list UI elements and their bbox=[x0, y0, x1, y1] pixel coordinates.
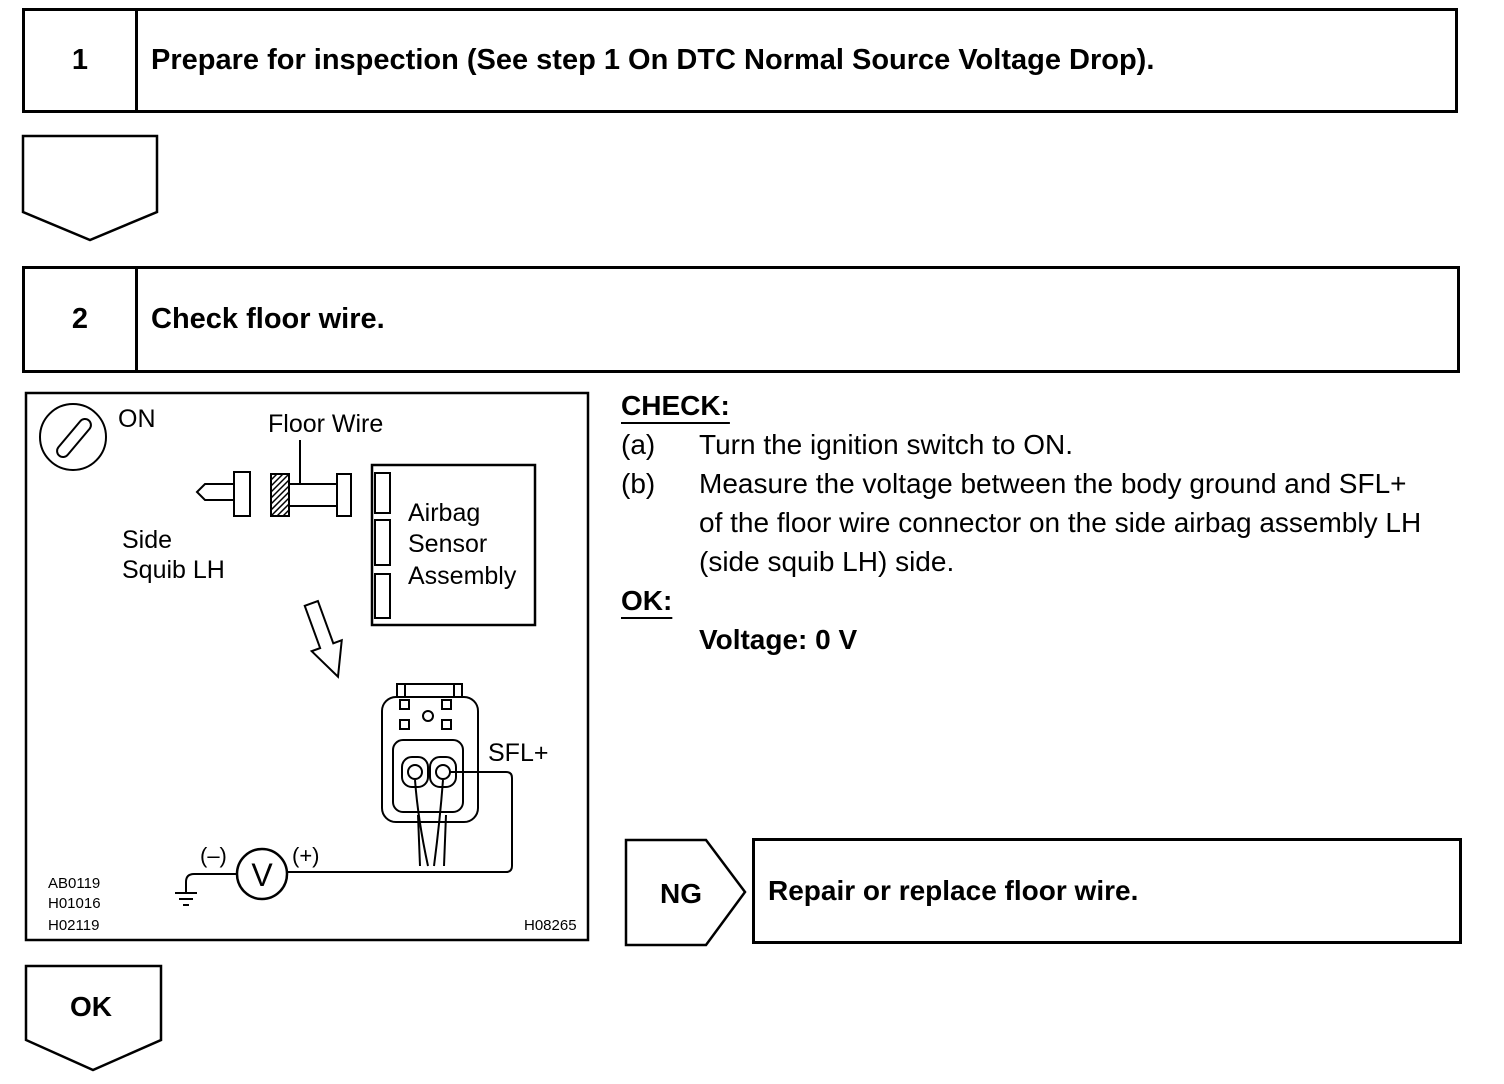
ok-heading: OK: bbox=[621, 585, 673, 616]
pointer-arrow-icon bbox=[303, 599, 343, 679]
voltmeter-icon: V bbox=[235, 847, 289, 901]
check-heading: CHECK: bbox=[621, 390, 730, 421]
step-number: 2 bbox=[25, 269, 138, 370]
ng-action-box: Repair or replace floor wire. bbox=[752, 838, 1462, 944]
ok-spec-value: Voltage: 0 V bbox=[699, 624, 858, 655]
item-marker: (a) bbox=[621, 429, 656, 460]
figure-code: H02119 bbox=[48, 917, 99, 934]
airbag-sensor-label: Sensor bbox=[408, 530, 487, 558]
item-marker: (b) bbox=[621, 468, 656, 499]
sfl-terminal-label: SFL+ bbox=[488, 739, 548, 767]
voltmeter-symbol: V bbox=[251, 857, 273, 893]
item-text: (side squib LH) side. bbox=[699, 546, 955, 577]
step-number: 1 bbox=[25, 11, 138, 110]
check-item: (a) Turn the ignition switch to ON. bbox=[621, 425, 1491, 464]
ok-label: OK bbox=[70, 991, 112, 1022]
ng-result-arrow: NG bbox=[624, 838, 747, 947]
flow-down-arrow bbox=[21, 134, 159, 242]
check-instructions: CHECK: (a) Turn the ignition switch to O… bbox=[621, 386, 1491, 659]
side-squib-label: Squib LH bbox=[122, 556, 225, 584]
item-text: Turn the ignition switch to ON. bbox=[699, 429, 1074, 460]
negative-lead-label: (–) bbox=[200, 843, 227, 868]
figure-code: AB0119 bbox=[48, 875, 100, 892]
step-2-header: 2 Check floor wire. bbox=[22, 266, 1460, 373]
ignition-on-label: ON bbox=[118, 405, 156, 433]
ground-icon bbox=[175, 892, 197, 906]
floor-wire-label: Floor Wire bbox=[268, 410, 383, 438]
step-1-header: 1 Prepare for inspection (See step 1 On … bbox=[22, 8, 1458, 113]
ng-label: NG bbox=[660, 878, 702, 909]
ignition-key-icon bbox=[39, 403, 107, 471]
ng-action-text: Repair or replace floor wire. bbox=[768, 875, 1139, 906]
airbag-sensor-label: Airbag bbox=[408, 499, 480, 527]
airbag-sensor-assembly bbox=[370, 463, 537, 627]
airbag-sensor-label: Assembly bbox=[408, 562, 517, 590]
step-title: Check floor wire. bbox=[151, 303, 385, 335]
step-title: Prepare for inspection (See step 1 On DT… bbox=[151, 44, 1155, 76]
positive-lead-label: (+) bbox=[292, 843, 320, 868]
negative-test-lead bbox=[185, 873, 237, 893]
side-squib-connector bbox=[195, 471, 251, 517]
floor-wire-connector bbox=[270, 473, 352, 517]
wiring-diagram: ON Floor Wire Side Squib LH Airbag Se bbox=[24, 391, 590, 942]
item-text: of the floor wire connector on the side … bbox=[699, 507, 1422, 538]
item-text: Measure the voltage between the body gro… bbox=[699, 468, 1407, 499]
check-item: (b) Measure the voltage between the body… bbox=[621, 464, 1491, 503]
positive-test-lead bbox=[287, 771, 513, 873]
sfl-connector bbox=[381, 683, 479, 867]
figure-code: H01016 bbox=[48, 895, 101, 912]
side-squib-label: Side bbox=[122, 526, 172, 554]
ok-result-arrow: OK bbox=[24, 964, 163, 1072]
figure-id: H08265 bbox=[524, 917, 577, 934]
